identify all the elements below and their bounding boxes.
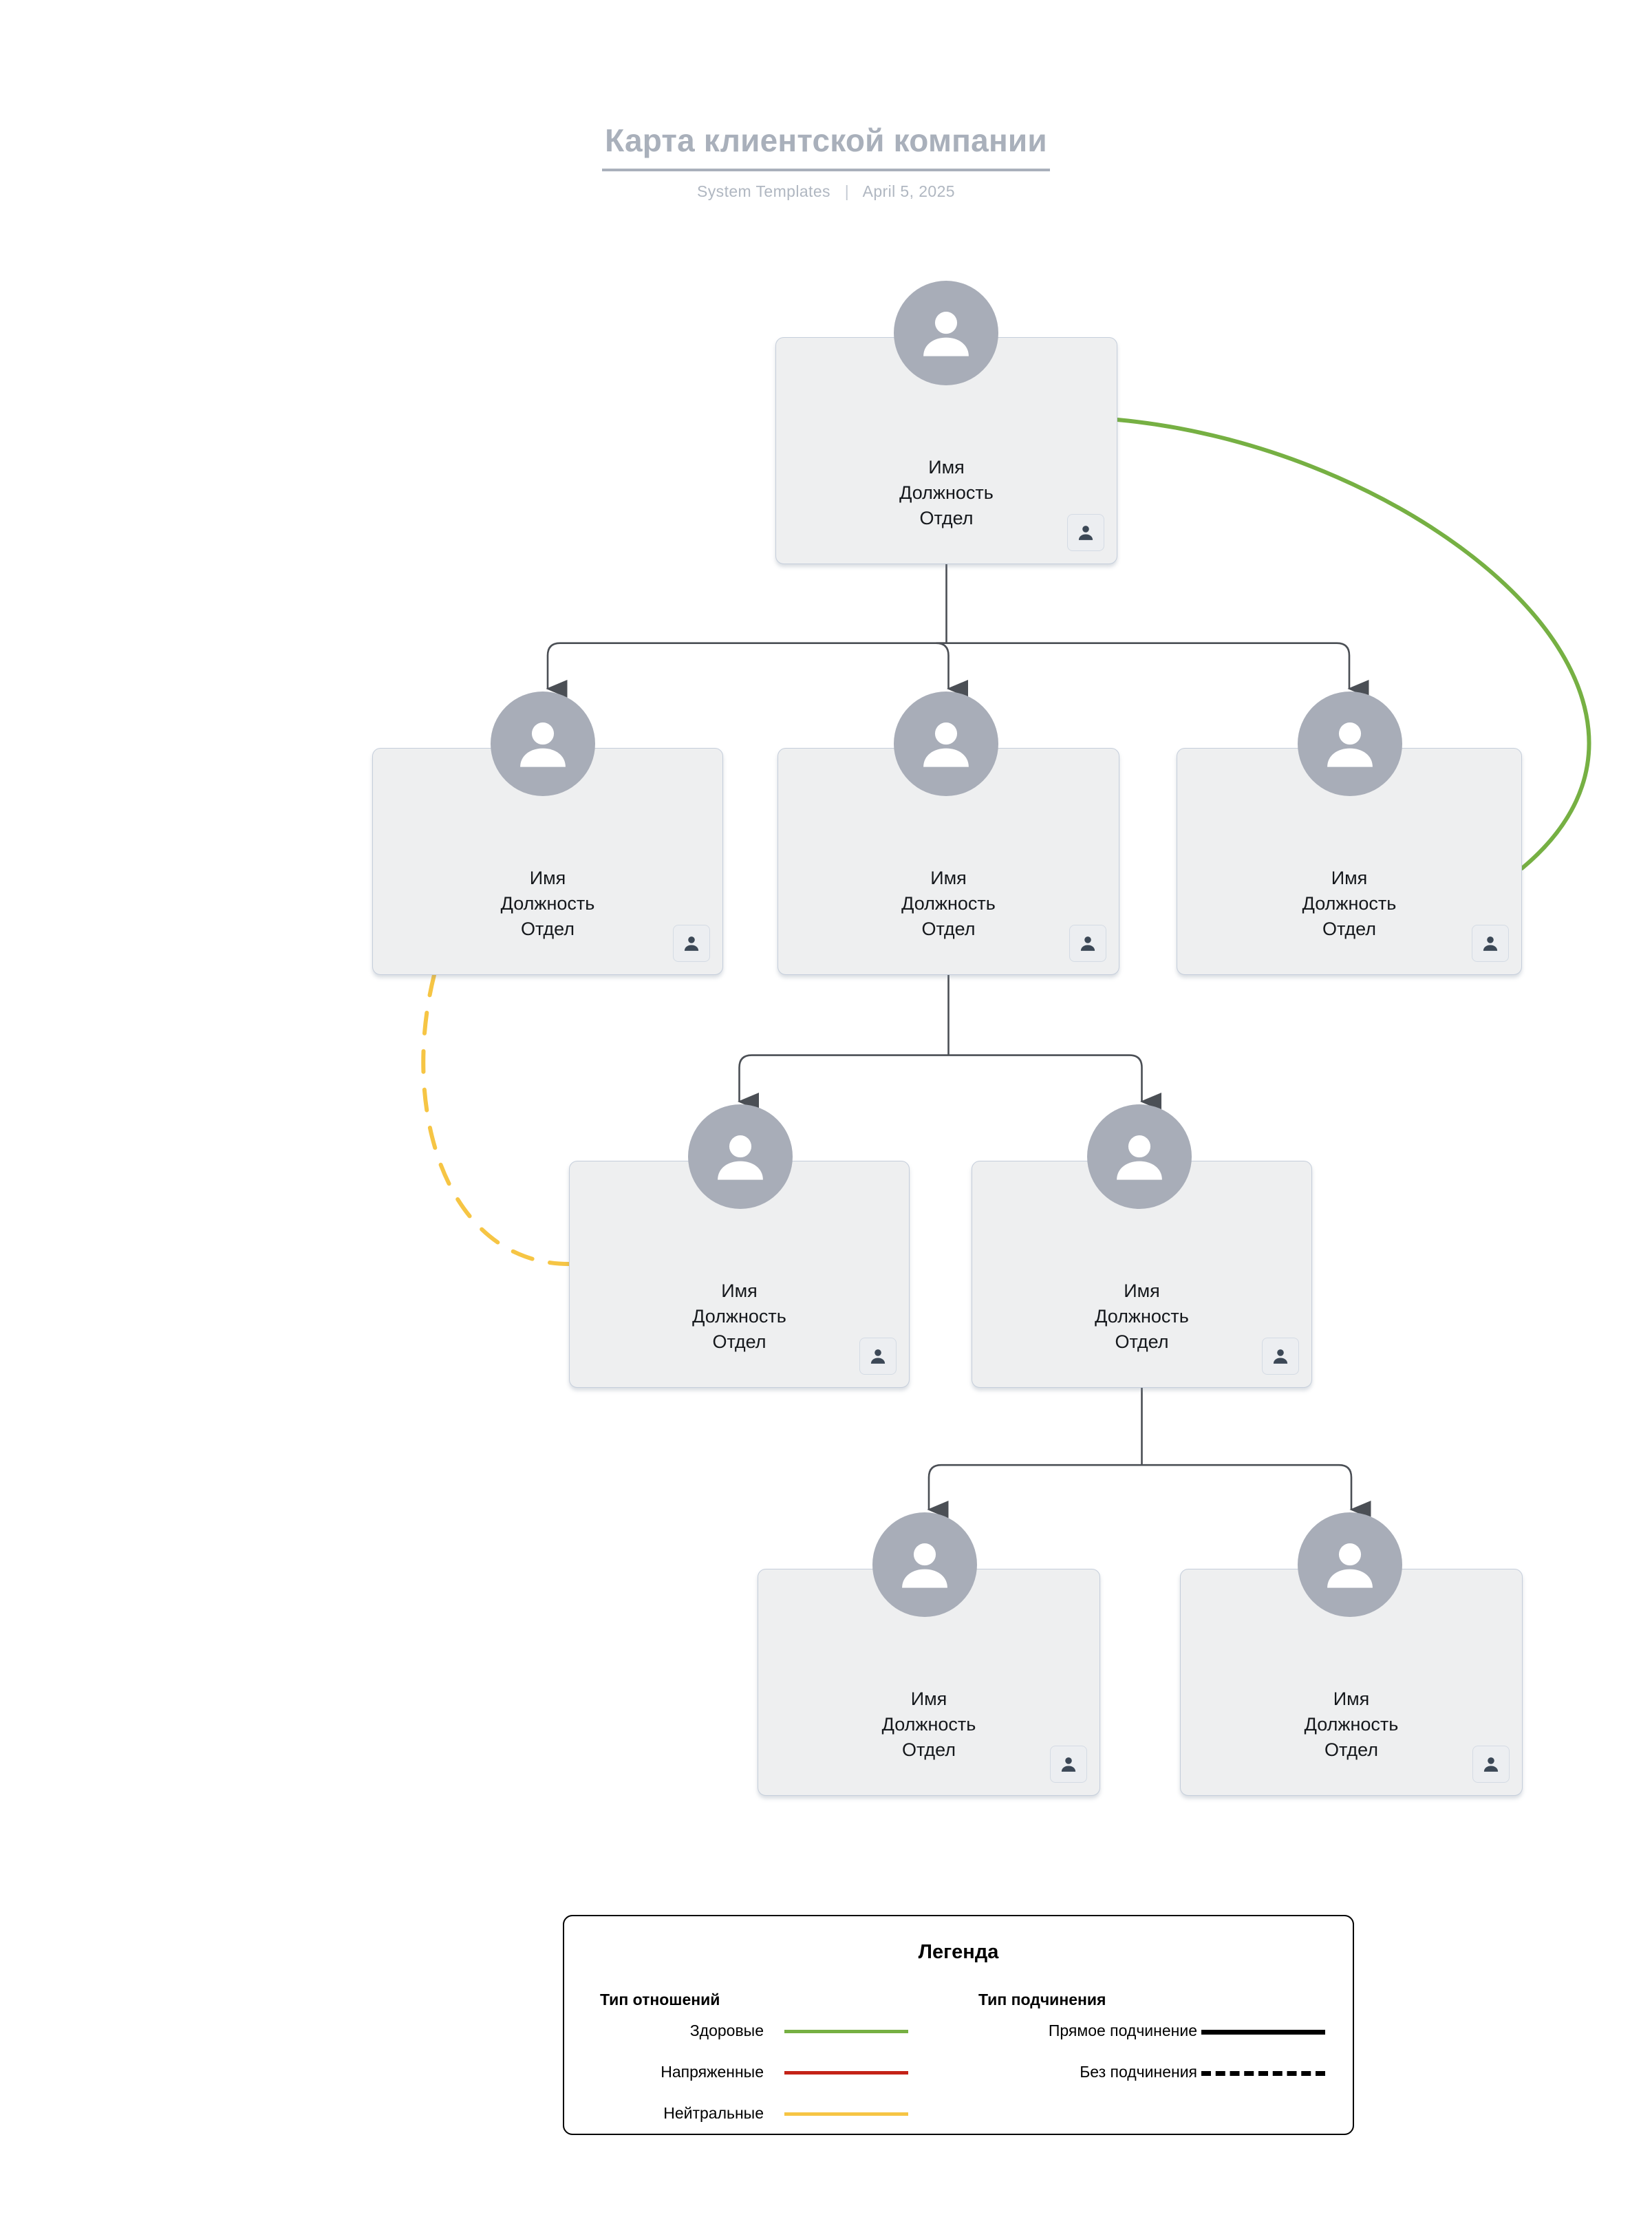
legend-item-label: Без подчинения [1080, 2063, 1197, 2081]
legend-line-swatch-tense [784, 2071, 908, 2075]
legend-item-label: Прямое подчинение [1048, 2022, 1197, 2039]
legend-column-relationship-type: Тип отношений Здоровые Напряженные Нейтр… [585, 1991, 950, 2133]
person-icon [1298, 1512, 1402, 1617]
legend-item-label: Здоровые [689, 2022, 764, 2039]
legend-item-no-report: Без подчинения [963, 2061, 1335, 2092]
legend-item-tense: Напряженные [585, 2061, 950, 2092]
tree-connector [1141, 1464, 1371, 1519]
page-title: Карта клиентской компании [602, 122, 1050, 171]
person-icon [1298, 692, 1402, 796]
tree-connector [927, 1464, 1142, 1519]
page-subtitle: System Templates | April 5, 2025 [0, 182, 1652, 201]
person-badge-icon[interactable] [1067, 514, 1104, 551]
node-name: Имя [930, 868, 967, 888]
legend-line-swatch-neutral [784, 2112, 908, 2116]
node-name: Имя [529, 868, 566, 888]
subtitle-source: System Templates [697, 182, 830, 200]
person-badge-icon[interactable] [1472, 925, 1509, 962]
legend-line-swatch-healthy [784, 2030, 908, 2033]
person-badge-icon[interactable] [673, 925, 710, 962]
subtitle-date: April 5, 2025 [862, 182, 955, 200]
page-header: Карта клиентской компании System Templat… [0, 122, 1652, 201]
legend-line-swatch-direct [1201, 2030, 1325, 2035]
person-icon [491, 692, 595, 796]
node-position: Должность [500, 892, 595, 914]
person-icon [894, 281, 998, 385]
node-position: Должность [692, 1305, 786, 1327]
tree-connector [948, 1054, 1162, 1111]
person-icon [688, 1104, 793, 1209]
node-department: Отдел [919, 507, 974, 528]
legend-title: Легенда [918, 1941, 999, 1963]
node-department: Отдел [520, 918, 575, 939]
node-department: Отдел [1322, 918, 1377, 939]
legend-heading: Тип отношений [600, 1991, 720, 2008]
node-name: Имя [721, 1280, 758, 1301]
tree-connector [936, 642, 969, 698]
tree-connector [946, 642, 1369, 698]
legend-line-swatch-no-report [1201, 2071, 1325, 2076]
node-position: Должность [901, 892, 996, 914]
person-badge-icon[interactable] [859, 1338, 897, 1375]
legend-heading: Тип подчинения [978, 1991, 1106, 2008]
person-badge-icon[interactable] [1050, 1746, 1087, 1783]
legend-item-label: Нейтральные [663, 2104, 764, 2122]
node-department: Отдел [1115, 1331, 1169, 1352]
tree-connector [546, 642, 947, 698]
person-icon [894, 692, 998, 796]
person-badge-icon[interactable] [1262, 1338, 1299, 1375]
node-name: Имя [1333, 1689, 1370, 1709]
legend-item-neutral: Нейтральные [585, 2103, 950, 2133]
node-name: Имя [1124, 1280, 1160, 1301]
legend-column-reporting-type: Тип подчинения Прямое подчинение Без под… [963, 1991, 1335, 2092]
node-name: Имя [910, 1689, 947, 1709]
node-department: Отдел [901, 1739, 956, 1760]
person-icon [872, 1512, 977, 1617]
legend-panel: Легенда Тип отношений Здоровые Напряженн… [563, 1915, 1354, 2135]
person-icon [1087, 1104, 1192, 1209]
node-position: Должность [1302, 892, 1397, 914]
node-department: Отдел [921, 918, 976, 939]
person-badge-icon[interactable] [1069, 925, 1106, 962]
node-department: Отдел [1324, 1739, 1379, 1760]
node-position: Должность [899, 482, 994, 503]
tree-connector [737, 1054, 949, 1111]
legend-item-direct-report: Прямое подчинение [963, 2020, 1335, 2050]
node-position: Должность [1095, 1305, 1189, 1327]
legend-item-healthy: Здоровые [585, 2020, 950, 2050]
node-position: Должность [1304, 1713, 1399, 1735]
node-position: Должность [881, 1713, 976, 1735]
subtitle-divider: | [844, 182, 850, 200]
person-badge-icon[interactable] [1472, 1746, 1510, 1783]
legend-item-label: Напряженные [661, 2063, 764, 2081]
node-department: Отдел [712, 1331, 766, 1352]
node-name: Имя [1331, 868, 1368, 888]
node-name: Имя [928, 457, 965, 478]
relationship-connector-neutral [421, 973, 571, 1266]
